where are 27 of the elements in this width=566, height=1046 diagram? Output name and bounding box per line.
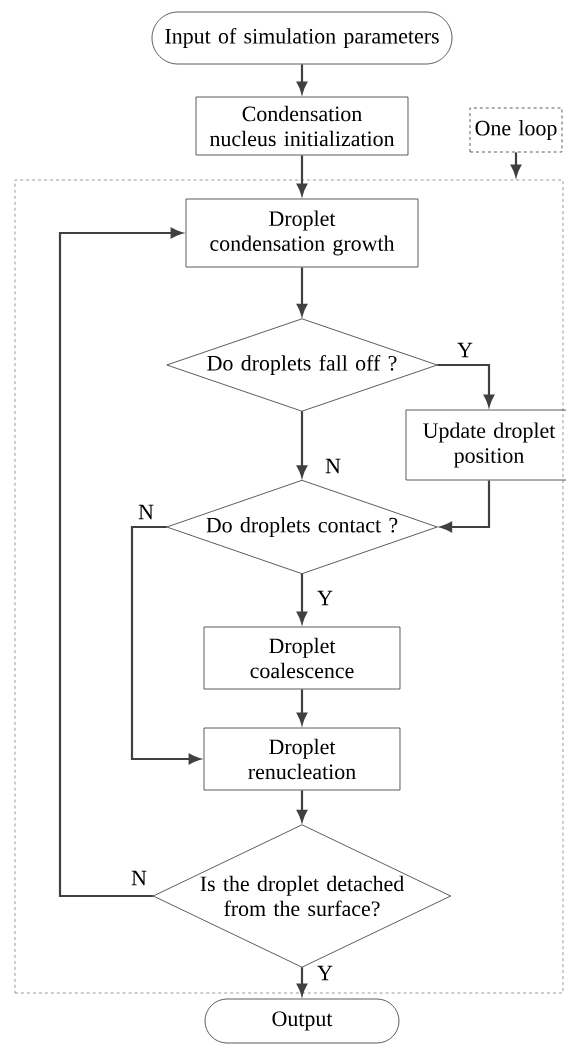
arrow — [58, 227, 183, 898]
arrow — [437, 363, 495, 407]
process-box: Condensation nucleus initialization — [195, 96, 409, 156]
arrow — [296, 267, 308, 316]
process-box: Droplet condensation growth — [185, 198, 419, 268]
arrow — [130, 525, 201, 765]
process-box: Update droplet position — [405, 409, 566, 481]
arrow — [440, 480, 491, 533]
process-box: Droplet renucleation — [203, 727, 401, 791]
dashed-frame — [14, 179, 564, 994]
terminal-box: Output — [204, 998, 400, 1044]
arrow — [296, 411, 308, 478]
arrow — [296, 689, 308, 725]
arrow — [296, 790, 308, 822]
edge-label: Y — [316, 589, 334, 607]
arrow — [296, 64, 308, 94]
edge-label: N — [324, 457, 342, 475]
edge-label: N — [137, 503, 155, 521]
arrow — [296, 573, 308, 624]
arrow — [510, 152, 522, 177]
process-box: Droplet coalescence — [203, 626, 401, 690]
edge-label: Y — [456, 341, 474, 359]
note-box: One loop — [469, 107, 563, 153]
arrow — [296, 967, 308, 996]
arrow — [296, 155, 308, 196]
edge-label: N — [130, 869, 148, 887]
terminal-box: Input of simulation parameters — [151, 11, 453, 65]
